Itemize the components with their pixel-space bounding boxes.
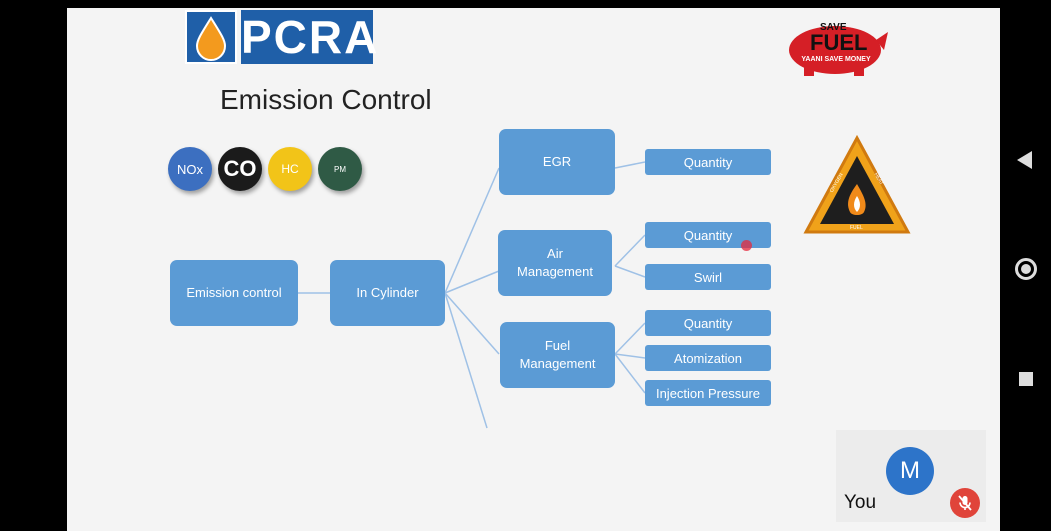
- recent-apps-icon[interactable]: [1019, 372, 1033, 386]
- fire-triangle-icon: OXYGEN HEAT FUEL: [802, 134, 912, 238]
- slide-title: Emission Control: [220, 84, 432, 115]
- pm-badge: PM: [318, 147, 362, 191]
- pcra-logo: PCRA: [185, 10, 380, 66]
- back-icon[interactable]: [1017, 151, 1032, 169]
- save-fuel-line3: YAANI SAVE MONEY: [801, 56, 871, 63]
- diagram-connectors: [298, 161, 646, 429]
- node-emission-control: Emission control: [170, 260, 298, 326]
- leaf-fuel-injection-pressure: Injection Pressure: [645, 380, 771, 406]
- self-video-tile[interactable]: M You: [836, 430, 986, 522]
- avatar: M: [886, 447, 934, 495]
- pollutant-icons: NOx CO HC PM: [168, 147, 368, 197]
- node-egr: EGR: [499, 129, 615, 195]
- presentation-slide: PCRA Emission Control NOx CO HC PM SAVE …: [67, 8, 1000, 531]
- mic-muted-icon[interactable]: [950, 488, 980, 518]
- hc-label: HC: [281, 162, 299, 176]
- co-badge: CO: [218, 147, 262, 191]
- node-air-management: Air Management: [498, 230, 612, 296]
- home-icon[interactable]: [1015, 258, 1037, 280]
- logo-text: PCRA: [241, 10, 380, 64]
- pm-label: PM: [334, 164, 346, 174]
- triangle-bottom-label: FUEL: [850, 225, 863, 231]
- leaf-egr-quantity: Quantity: [645, 149, 771, 175]
- nox-badge: NOx: [168, 147, 212, 191]
- node-in-cylinder: In Cylinder: [330, 260, 445, 326]
- self-label: You: [844, 492, 877, 513]
- save-fuel-line1: SAVE: [820, 22, 847, 33]
- hc-badge: HC: [268, 147, 312, 191]
- leaf-fuel-atomization: Atomization: [645, 345, 771, 371]
- node-fuel-management: Fuel Management: [500, 322, 615, 388]
- nox-label: NOx: [177, 161, 203, 177]
- oil-drop-icon: [185, 10, 237, 64]
- save-fuel-logo: SAVE FUEL YAANI SAVE MONEY: [780, 16, 890, 78]
- leaf-air-quantity: Quantity: [645, 222, 771, 248]
- leaf-air-swirl: Swirl: [645, 264, 771, 290]
- leaf-fuel-quantity: Quantity: [645, 310, 771, 336]
- co-label: CO: [223, 156, 257, 181]
- save-fuel-line2: FUEL: [810, 30, 868, 55]
- pointer-cursor: [741, 240, 752, 251]
